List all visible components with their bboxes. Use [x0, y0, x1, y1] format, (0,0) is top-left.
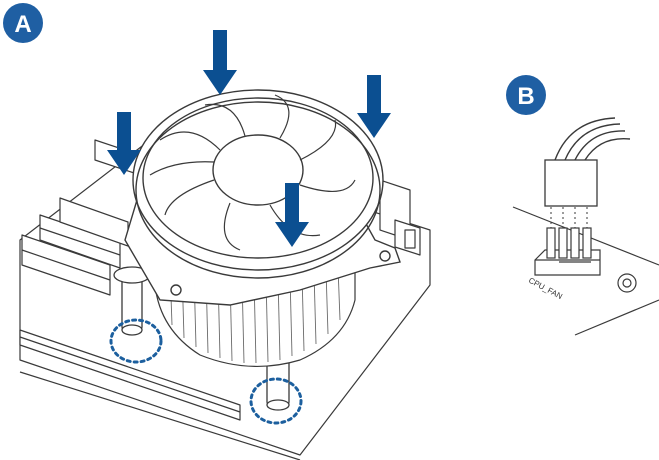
dotted-circle-icon [249, 377, 303, 425]
arrow-down-icon [275, 183, 309, 247]
cpu-fan-header-label: CPU_FAN [527, 276, 564, 301]
press-arrows [107, 30, 391, 247]
cpu-fan-header [534, 227, 601, 276]
arrow-down-icon [357, 75, 391, 138]
step-b-illustration: CPU_FAN B [506, 75, 659, 336]
alignment-guides [550, 207, 588, 235]
step-a-label: A [14, 11, 31, 38]
step-a-illustration: A [3, 3, 431, 460]
step-b-label: B [517, 83, 534, 110]
fan-cable [554, 117, 631, 161]
arrow-down-icon [203, 30, 237, 95]
cooler-fan [124, 89, 401, 306]
fan-cable-plug [544, 159, 598, 207]
dotted-circle-icon [109, 318, 163, 364]
push-pin-markers [109, 318, 303, 425]
arrow-down-icon [107, 112, 141, 175]
step-a-badge: A [3, 3, 43, 43]
step-b-badge: B [506, 75, 546, 115]
